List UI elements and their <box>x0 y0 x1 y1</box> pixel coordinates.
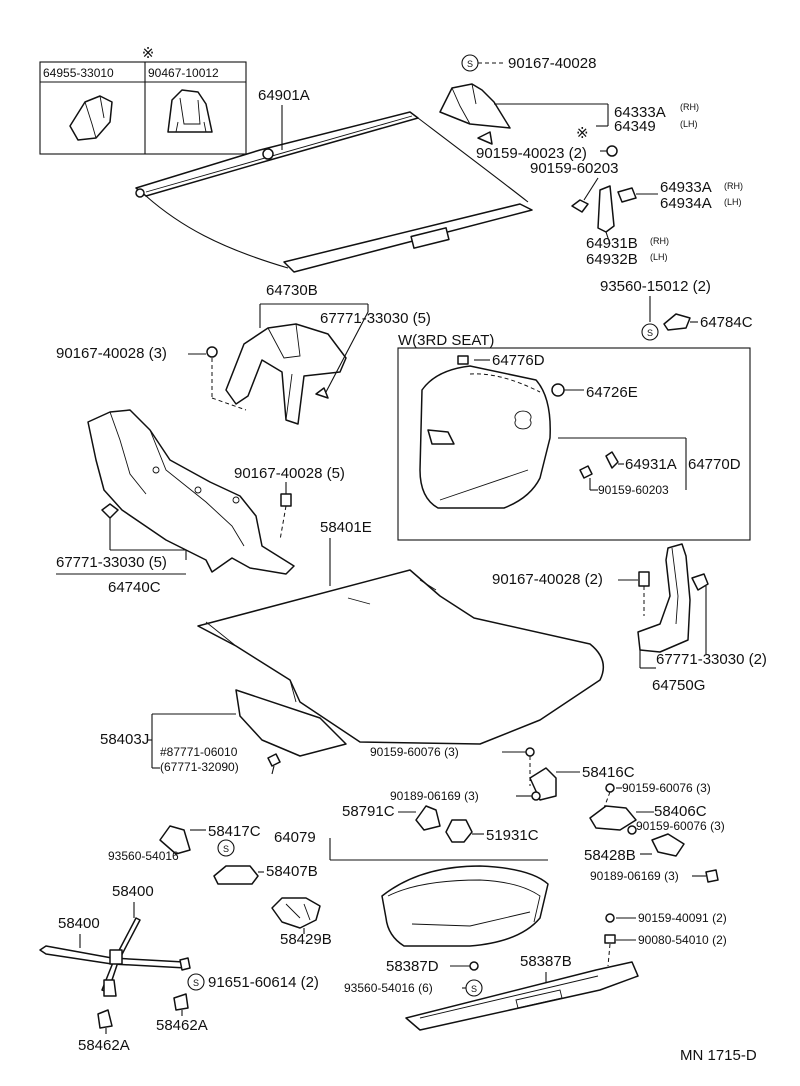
label-90159-60203-top: 90159-60203 <box>530 160 618 177</box>
label-58791C: 58791C <box>342 803 395 820</box>
inset-col2-part: 90467-10012 <box>148 66 219 80</box>
label-90080-54010: 90080-54010 (2) <box>638 933 727 947</box>
svg-text:S: S <box>193 978 199 988</box>
label-58400-left: 58400 <box>58 915 100 932</box>
label-58401E: 58401E <box>320 519 372 536</box>
label-90159-60076-b: 90159-60076 (3) <box>622 781 711 795</box>
label-90159-60076-c: 90159-60076 (3) <box>636 819 725 833</box>
label-67771-33030-5-left: 67771-33030 (5) <box>56 554 167 571</box>
label-64770D: 64770D <box>688 456 741 473</box>
label-90167-40028-2: 90167-40028 (2) <box>492 571 603 588</box>
label-lh-1: (LH) <box>680 119 698 129</box>
svg-text:S: S <box>223 844 229 854</box>
label-64776D: 64776D <box>492 352 545 369</box>
label-64931A: 64931A <box>625 456 677 473</box>
label-64349: 64349 <box>614 118 656 135</box>
s-mark-93560-54016-6: S <box>465 979 483 997</box>
label-lh-2: (LH) <box>724 197 742 207</box>
label-58406C: 58406C <box>654 803 707 820</box>
s-mark-91651: S <box>187 973 205 991</box>
inset-star: ※ <box>142 45 155 62</box>
label-58417C: 58417C <box>208 823 261 840</box>
svg-text:S: S <box>647 328 653 338</box>
label-58428B: 58428B <box>584 847 636 864</box>
label-58462A-right: 58462A <box>156 1017 208 1034</box>
svg-text:S: S <box>467 59 473 69</box>
label-93560-54016: 93560-54016 <box>108 849 179 863</box>
label-58462A-left: 58462A <box>78 1037 130 1054</box>
label-58416C: 58416C <box>582 764 635 781</box>
star-mark-64349: ※ <box>576 125 589 142</box>
label-67771-32090: (67771-32090) <box>160 760 239 774</box>
diagram-id: MN 1715-D <box>680 1047 757 1064</box>
label-90189-06169-a: 90189-06169 (3) <box>390 789 479 803</box>
inset-col1-part: 64955-33010 <box>43 66 114 80</box>
inset-part-table: ※ 64955-33010 90467-10012 <box>39 45 247 155</box>
label-58429B: 58429B <box>280 931 332 948</box>
label-51931C: 51931C <box>486 827 539 844</box>
label-64784C: 64784C <box>700 314 753 331</box>
label-90159-60076-a: 90159-60076 (3) <box>370 745 459 759</box>
label-93560-54016-6: 93560-54016 (6) <box>344 981 433 995</box>
label-93560-15012: 93560-15012 (2) <box>600 278 711 295</box>
label-90167-40028-3: 90167-40028 (3) <box>56 345 167 362</box>
label-lh-3: (LH) <box>650 252 668 262</box>
label-64333A: 64333A <box>614 104 666 121</box>
3rd-seat-box <box>397 347 751 541</box>
label-rh-2: (RH) <box>724 181 743 191</box>
label-90159-40091: 90159-40091 (2) <box>638 911 727 925</box>
label-90167-40028-5: 90167-40028 (5) <box>234 465 345 482</box>
label-64901A: 64901A <box>258 87 310 104</box>
label-90159-40023: 90159-40023 (2) <box>476 145 587 162</box>
label-64931B: 64931B <box>586 235 638 252</box>
s-mark-64784C: S <box>641 323 659 341</box>
label-87771-06010: #87771-06010 <box>160 745 238 759</box>
svg-text:S: S <box>471 984 477 994</box>
label-58387D: 58387D <box>386 958 439 975</box>
label-rh-3: (RH) <box>650 236 669 246</box>
label-90167-40028-top: 90167-40028 <box>508 55 596 72</box>
label-67771-33030-5-top: 67771-33030 (5) <box>320 310 431 327</box>
label-64730B: 64730B <box>266 282 318 299</box>
label-90189-06169-b: 90189-06169 (3) <box>590 869 679 883</box>
label-64933A: 64933A <box>660 179 712 196</box>
label-64740C: 64740C <box>108 579 161 596</box>
label-91651-60614: 91651-60614 (2) <box>208 974 319 991</box>
label-58407B: 58407B <box>266 863 318 880</box>
label-64726E: 64726E <box>586 384 638 401</box>
label-64932B: 64932B <box>586 251 638 268</box>
label-90159-60203-box: 90159-60203 <box>598 483 669 497</box>
s-mark-93560-54016: S <box>217 839 235 857</box>
s-mark-top: S <box>461 54 479 72</box>
label-64934A: 64934A <box>660 195 712 212</box>
tonneau-cover-group <box>135 105 533 273</box>
label-w-3rd-seat: W(3RD SEAT) <box>398 332 494 349</box>
label-64079: 64079 <box>274 829 316 846</box>
label-64750G: 64750G <box>652 677 705 694</box>
label-58387B: 58387B <box>520 953 572 970</box>
label-58400-top: 58400 <box>112 883 154 900</box>
label-67771-33030-2: 67771-33030 (2) <box>656 651 767 668</box>
label-rh-1: (RH) <box>680 102 699 112</box>
label-58403J: 58403J <box>100 731 149 748</box>
